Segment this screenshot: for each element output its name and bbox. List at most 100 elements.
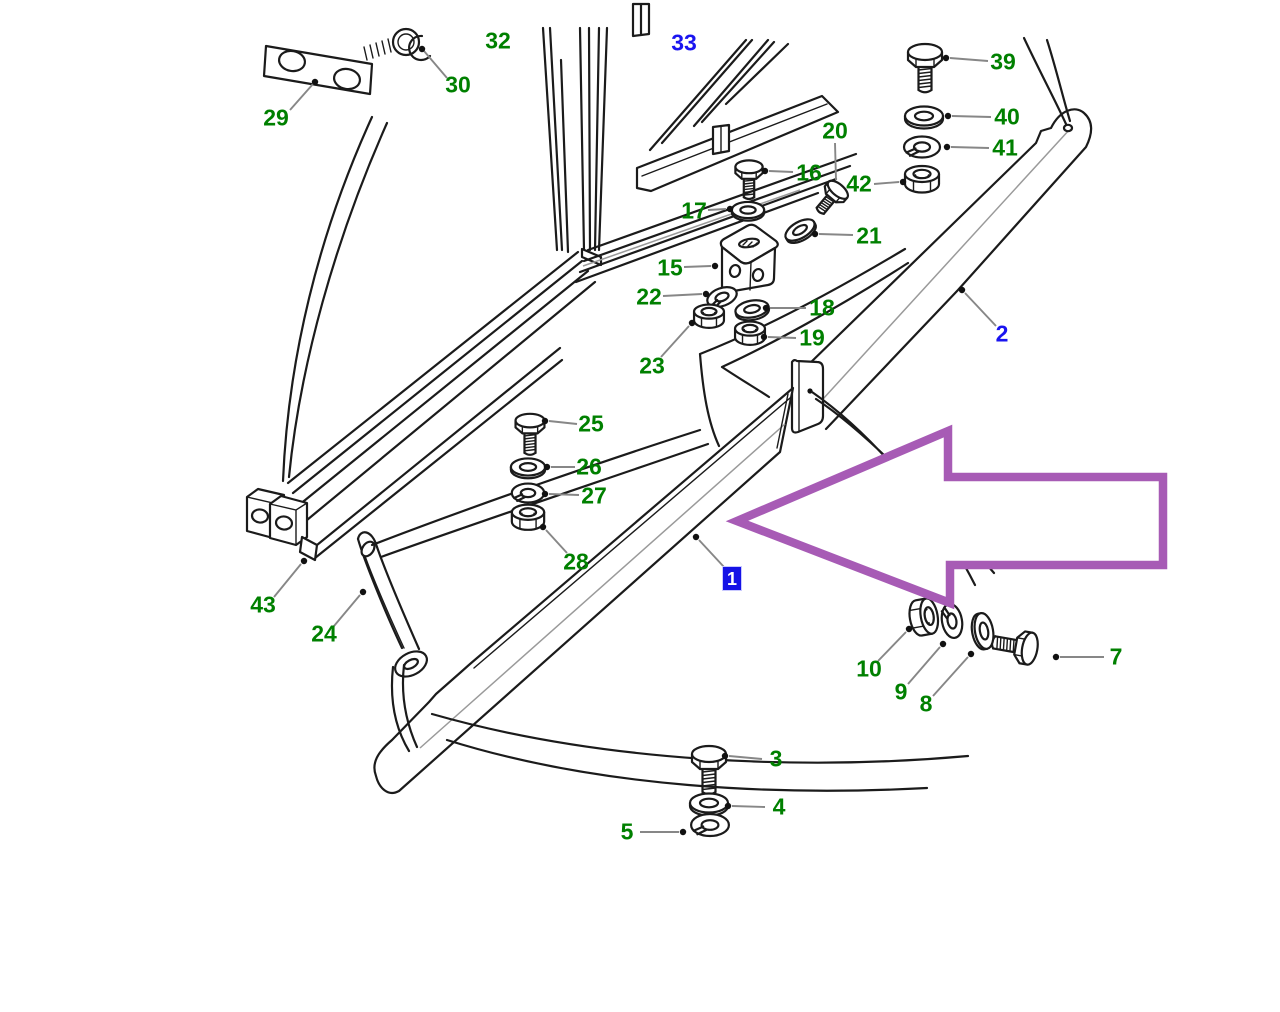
leader-line-29 [289,83,314,111]
leader-dot-28 [539,523,547,531]
leader-dot-39 [942,54,950,62]
leader-dot-29 [311,78,319,86]
sweep-curves-middle [700,249,908,446]
part-shape-10-nut [907,597,941,637]
part-shape-39-bolt [908,44,942,92]
part-label-24: 24 [311,620,337,647]
part-label-15: 15 [657,254,683,281]
leader-dot-27 [541,490,549,498]
part-shape-21-washer [782,215,819,247]
leader-line-24 [333,594,361,627]
leader-dot-9 [939,640,947,648]
part-label-5: 5 [620,818,634,845]
part-label-19: 19 [799,324,825,351]
part-label-27: 27 [581,482,607,509]
part-shape-20-bolt [810,178,851,220]
part-label-25: 25 [578,410,604,437]
leader-dot-4 [724,802,732,810]
leader-line-3 [728,755,763,760]
leader-line-25 [548,420,578,425]
sill-strip-43 [300,348,562,560]
part-label-16: 16 [796,159,822,186]
part-shape-16-bolt [735,160,762,199]
leader-line-41 [950,146,990,149]
frame-braces [650,40,788,150]
leader-dot-24 [359,588,367,596]
part-shape-40-washer [905,107,943,129]
leader-dot-15 [711,262,719,270]
leader-line-22 [662,293,703,297]
leader-dot-30 [418,45,426,53]
leader-line-8 [932,656,969,697]
part-shape-42-nut [905,166,939,193]
frame-rail [637,96,838,191]
leader-dot-43 [300,557,308,565]
part-label-28: 28 [563,548,589,575]
part-label-2[interactable]: 2 [995,320,1009,347]
leader-dot-10 [905,625,913,633]
leader-line-23 [660,325,690,358]
leader-line-16 [768,170,794,173]
leader-dot-23 [688,319,696,327]
leader-line-40 [951,115,992,118]
leader-line-4 [731,805,766,808]
leader-line-42 [873,181,900,185]
part-label-33[interactable]: 33 [671,29,697,56]
part-label-1-highlighted[interactable]: 1 [722,566,743,591]
leader-line-43 [273,563,302,598]
sill-panel-2 [806,38,1091,429]
leader-dot-41 [943,143,951,151]
leader-dot-21 [811,230,819,238]
leader-line-39 [949,57,989,62]
joint-bracket [792,360,823,432]
leader-line-10 [877,631,907,662]
part-label-10: 10 [856,655,882,682]
clip-30 [409,36,430,60]
part-shape-23-nut [694,305,724,328]
part-label-4: 4 [772,793,786,820]
part-label-39: 39 [990,48,1016,75]
part-shape-7-bolt [989,626,1040,666]
part-label-17: 17 [681,197,707,224]
leader-dot-3 [721,752,729,760]
stay-bracket-24 [358,532,431,681]
part-label-26: 26 [576,453,602,480]
part-label-30: 30 [445,71,471,98]
leader-dot-7 [1052,653,1060,661]
part-label-42: 42 [846,170,872,197]
part-shape-5-spring [691,814,729,836]
part-shape-26-washer [511,458,545,478]
leader-line-28 [545,529,568,554]
leader-dot-25 [541,417,549,425]
part-shape-4-washer [690,794,728,816]
part-label-20: 20 [822,117,848,144]
part-shape-28-nut [512,505,544,530]
retainer-plate-29 [264,29,419,94]
part-label-3: 3 [769,745,783,772]
part-label-18: 18 [809,294,835,321]
leader-line-20 [834,142,837,181]
sweep-curves-stay [372,430,708,751]
door-pillar [543,28,607,265]
part-shape-19-nut [735,322,765,345]
part-shape-17-washer [732,202,764,221]
leader-line-19 [767,336,797,339]
leader-dot-5 [679,828,687,836]
sweep-curves-left [283,117,387,481]
part-label-43: 43 [250,591,276,618]
part-label-8: 8 [919,690,933,717]
part-shape-25-bolt [516,414,545,455]
part-label-40: 40 [994,103,1020,130]
leader-dot-26 [543,463,551,471]
leader-dot-1 [692,533,700,541]
leader-dot-2 [958,286,966,294]
leader-dot-18 [762,304,770,312]
part-shape-22-spring [705,283,740,310]
frame-sill-left [247,252,595,545]
leader-lines [273,45,1104,836]
leader-line-1 [698,539,725,568]
part-shape-18-washer [734,298,770,323]
leader-line-15 [683,265,712,268]
leader-dot-17 [726,205,734,213]
